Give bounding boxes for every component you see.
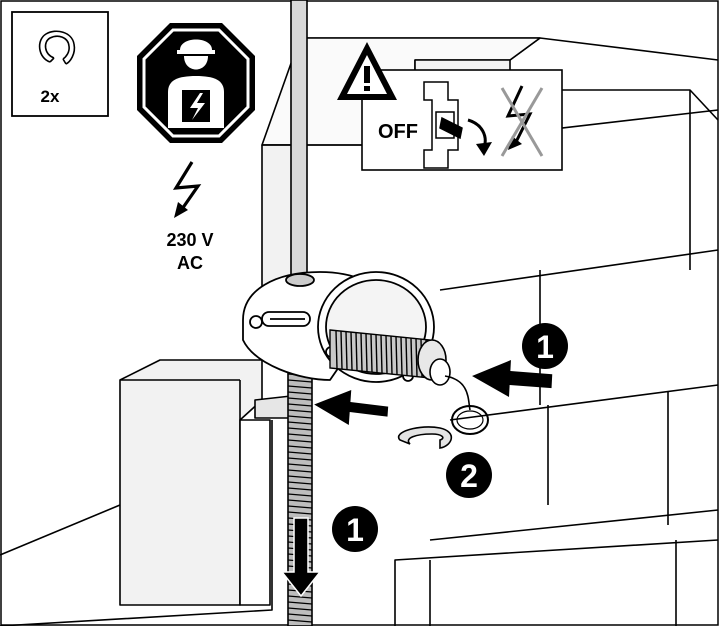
voltage-type: AC — [177, 253, 203, 273]
conduit-rib — [350, 332, 353, 371]
conduit-rib — [287, 481, 313, 485]
breaker-switch-icon — [423, 81, 463, 169]
hardware-panel: 2x — [11, 11, 109, 117]
conduit-rib — [287, 385, 313, 389]
conduit-rib — [287, 475, 313, 479]
conduit-rib — [287, 511, 313, 515]
conduit-rib — [287, 607, 313, 611]
conduit-rib — [385, 335, 388, 374]
conduit-rib — [335, 330, 338, 369]
conduit-rib — [400, 337, 403, 376]
lightning-arrow-icon — [172, 161, 202, 218]
conduit-rib — [287, 379, 313, 383]
conduit-rib — [287, 499, 313, 503]
conduit-rib — [380, 335, 383, 374]
conduit-rib — [345, 331, 348, 370]
conduit-rib — [360, 333, 363, 372]
conduit-rib — [287, 433, 313, 437]
conduit-rib — [287, 601, 313, 605]
step-badge-1-bottom: 1 — [332, 506, 378, 552]
upper-conduit — [290, 0, 308, 286]
conduit-rib — [287, 463, 313, 467]
step-1-bottom-label: 1 — [346, 512, 364, 548]
conduit-rib — [287, 397, 313, 401]
conduit-rib — [287, 403, 313, 407]
step-2-label: 2 — [460, 458, 478, 494]
warning-triangle-icon — [337, 42, 397, 100]
conduit-rib — [395, 336, 398, 375]
conduit-rib — [390, 336, 393, 375]
conduit-rib — [365, 333, 368, 372]
conduit-rib — [405, 337, 408, 376]
conduit-rib — [415, 338, 418, 377]
conduit-rib — [375, 334, 378, 373]
step-badge-1-top: 1 — [522, 323, 568, 369]
conduit-rib — [287, 409, 313, 413]
conduit-rib — [340, 331, 343, 370]
conduit-rib — [287, 439, 313, 443]
conduit-rib — [287, 391, 313, 395]
conduit-rib — [287, 415, 313, 419]
power-off-panel: OFF — [337, 42, 563, 171]
conduit-rib — [287, 469, 313, 473]
qualified-electrician-icon — [137, 23, 255, 143]
snap-ring-icon — [38, 30, 76, 65]
conduit-rib — [287, 427, 313, 431]
conduit-rib — [287, 457, 313, 461]
no-power-icon — [500, 85, 544, 157]
insert-arrow-right — [472, 360, 553, 397]
conduit-rib — [287, 613, 313, 617]
step-1-top-label: 1 — [536, 329, 554, 365]
quantity-label: 2x — [41, 87, 60, 106]
conduit-rib — [287, 451, 313, 455]
conduit-rib — [287, 445, 313, 449]
conduit-rib — [287, 421, 313, 425]
conduit-rib — [287, 595, 313, 599]
off-label: OFF — [378, 121, 418, 143]
insert-arrow-left — [314, 390, 389, 425]
conduit-rib — [355, 332, 358, 371]
snap-ring-part — [397, 426, 453, 449]
conduit-rib — [287, 619, 313, 623]
box-conduit — [329, 329, 489, 435]
step-badge-2: 2 — [446, 452, 492, 498]
down-arrow — [280, 517, 322, 598]
conduit-rib — [370, 334, 373, 373]
voltage-value: 230 V — [166, 230, 213, 250]
conduit-rib — [287, 505, 313, 509]
conduit-rib — [287, 487, 313, 491]
conduit-rib — [410, 338, 413, 377]
conduit-rib — [287, 493, 313, 497]
